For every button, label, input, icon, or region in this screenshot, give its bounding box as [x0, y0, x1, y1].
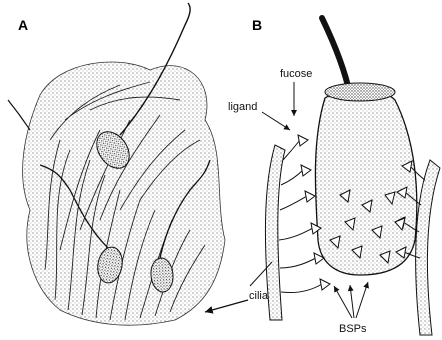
panel-a-illustration	[8, 3, 248, 325]
cell-cap	[325, 83, 395, 101]
flagellum-stray	[8, 100, 30, 130]
fucose-label: fucose	[280, 68, 312, 80]
cilia-label: cilia	[249, 290, 269, 302]
ligand-label: ligand	[228, 101, 257, 113]
cell-body	[315, 88, 416, 275]
panel-a-label: A	[18, 17, 28, 33]
bsps-arrow-2	[350, 285, 354, 318]
panel-b-label: B	[252, 17, 262, 33]
panel-a-arrow	[205, 300, 248, 312]
bsps-arrow-1	[334, 286, 352, 318]
cilium-left	[265, 145, 285, 320]
bsps-arrow-3	[356, 282, 368, 318]
bsps-label: BSPs	[339, 323, 367, 335]
ligand-arrow	[262, 112, 290, 130]
panel-b-illustration	[250, 18, 440, 335]
cilia-mass	[23, 62, 225, 325]
cilium-right	[416, 160, 440, 335]
